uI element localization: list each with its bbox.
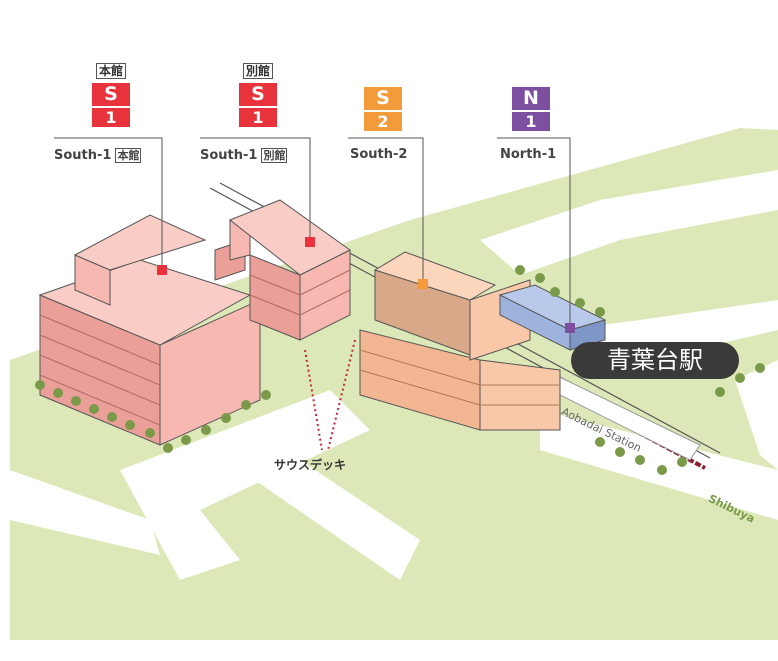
dot-honkan — [157, 265, 167, 275]
south-deck-label: サウスデッキ — [274, 458, 347, 472]
marker-number: 1 — [105, 108, 117, 127]
marker-north1: N 1 — [512, 87, 550, 131]
marker-letter: N — [523, 87, 539, 109]
leader-lines — [54, 137, 571, 328]
road-right — [735, 360, 778, 470]
road-crossing — [120, 390, 370, 580]
marker-number: 1 — [252, 108, 264, 127]
road-lower — [240, 440, 420, 580]
building-name-text: South-2 — [350, 147, 408, 162]
south-deck-lines — [304, 339, 356, 451]
building-bekkan — [229, 199, 351, 341]
dot-bekkan — [305, 237, 315, 247]
marker-divider — [92, 106, 130, 108]
marker-divider — [512, 110, 550, 112]
marker-number: 2 — [377, 112, 389, 131]
trees — [35, 265, 765, 475]
marker-code-badge: S 1 — [239, 83, 277, 127]
building-name-box: 本館 — [115, 148, 142, 163]
marker-sublabel: 本館 — [95, 63, 126, 79]
building-north1 — [498, 284, 607, 351]
station-label: 青葉台駅 — [571, 342, 739, 379]
marker-south2: S 2 — [364, 87, 402, 131]
marker-south1-honkan: 本館 S 1 — [92, 63, 130, 127]
marker-code-badge: N 1 — [512, 87, 550, 131]
dot-north1 — [565, 323, 575, 333]
dot-south2 — [418, 279, 428, 289]
marker-letter: S — [251, 83, 265, 105]
marker-number: 1 — [525, 112, 537, 131]
building-honkan — [38, 214, 261, 446]
marker-south1-bekkan: 別館 S 1 — [239, 63, 277, 127]
marker-sublabel: 別館 — [242, 63, 273, 79]
building-name-box: 別館 — [261, 148, 288, 163]
building-name-text: South-1 — [54, 148, 112, 163]
marker-code-badge: S 1 — [92, 83, 130, 127]
road-main-south — [10, 470, 160, 555]
marker-divider — [239, 106, 277, 108]
building-name-north1: North-1 — [500, 147, 556, 162]
road-north — [480, 170, 778, 275]
building-name-text: North-1 — [500, 147, 557, 162]
marker-divider — [364, 110, 402, 112]
building-name-text: South-1 — [200, 148, 258, 163]
marker-code-badge: S 2 — [364, 87, 402, 131]
building-name-south2: South-2 — [350, 147, 407, 162]
marker-letter: S — [376, 87, 390, 109]
marker-letter: S — [104, 83, 118, 105]
